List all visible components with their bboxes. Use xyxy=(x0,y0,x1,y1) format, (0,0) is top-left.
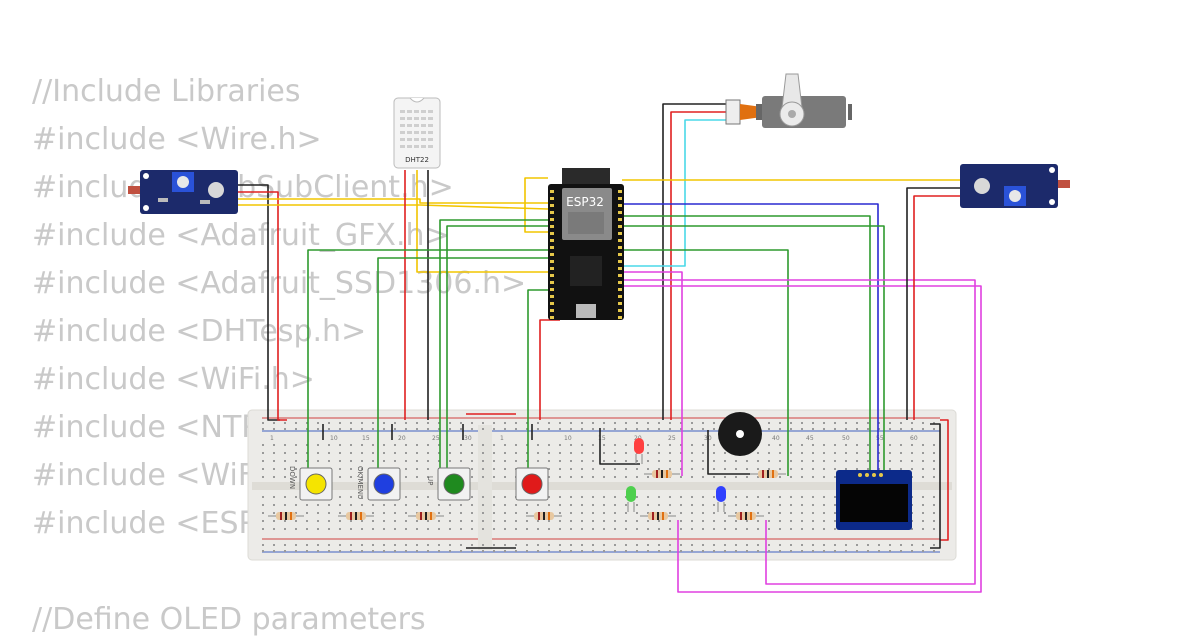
button-down[interactable]: DOWN xyxy=(288,466,333,501)
breadboard-column-number: 50 xyxy=(842,435,850,442)
led-green[interactable] xyxy=(626,486,636,512)
wire-black-servo xyxy=(662,103,728,420)
button-ok-menu[interactable]: OK/MENU xyxy=(356,466,401,501)
breadboard-column-number: 25 xyxy=(668,435,676,442)
wire-yellow-ldr-left xyxy=(238,198,548,204)
buzzer[interactable] xyxy=(718,412,762,456)
breadboard-column-number: 55 xyxy=(876,435,884,442)
button-ok-menu-label: OK/MENU xyxy=(356,466,364,499)
wire-red-esp xyxy=(539,319,560,420)
code-line: #include <Adafruit_SSD1306.h> xyxy=(32,266,527,301)
button-up[interactable]: UP xyxy=(426,467,471,501)
breadboard-column-number: 15 xyxy=(362,435,370,442)
wire-green-down xyxy=(307,249,548,476)
resistor-group xyxy=(268,470,786,520)
button-down-label: DOWN xyxy=(288,466,296,489)
esp32-label: ESP32 xyxy=(566,195,604,209)
led-blue[interactable] xyxy=(716,486,726,512)
wire-yellow-esp xyxy=(524,177,548,233)
code-line: #include <Adafruit_GFX.h> xyxy=(32,218,450,253)
ldr-sensor-left[interactable] xyxy=(128,170,238,214)
breadboard-column-number: 10 xyxy=(564,435,572,442)
wire-red-rail xyxy=(940,419,949,541)
breadboard-column-number: 10 xyxy=(330,435,338,442)
wire-blue-oled xyxy=(622,203,879,476)
wire-green-ok xyxy=(377,257,548,476)
wire-green-oled xyxy=(622,215,871,476)
breadboard-column-number: 20 xyxy=(398,435,406,442)
breadboard-column-number: 1 xyxy=(500,435,504,442)
wire-green-oled-2 xyxy=(622,225,885,476)
code-line: #include <DHTesp.h> xyxy=(32,314,367,349)
breadboard-column-number: 30 xyxy=(464,435,472,442)
oled-display[interactable] xyxy=(836,470,912,530)
circuit-diagram: 1101520253011015202530354045505560 xyxy=(128,73,1070,593)
wire-black-ldr-left xyxy=(238,184,280,421)
wire-group xyxy=(238,103,982,593)
code-line: //Include Libraries xyxy=(32,74,301,109)
servo-motor[interactable] xyxy=(725,73,852,128)
breadboard-column-number: 15 xyxy=(598,435,606,442)
led-red[interactable] xyxy=(634,438,644,464)
breadboard-column-number: 40 xyxy=(772,435,780,442)
esp32-board[interactable]: ESP32 xyxy=(548,168,624,320)
wire-cyan-servo xyxy=(622,119,728,267)
wire-green-buzzer xyxy=(622,249,789,476)
breadboard-column-number: 45 xyxy=(806,435,814,442)
wire-red-ldr-right xyxy=(913,195,965,420)
button-reset[interactable] xyxy=(515,467,549,501)
wire-green-up xyxy=(446,225,548,476)
wire-magenta-led1 xyxy=(622,271,683,476)
breadboard-column-number: 1 xyxy=(270,435,274,442)
wire-red-servo xyxy=(670,111,728,420)
wire-black-ldr-right xyxy=(906,187,965,420)
wire-yellow-dht xyxy=(416,170,548,273)
wire-yellow-ldr-left-2 xyxy=(238,204,549,210)
wire-magenta-led2 xyxy=(622,279,976,585)
wire-red-ldr-left xyxy=(238,191,287,421)
code-line: #include <WiFi.h> xyxy=(32,362,315,397)
ldr-sensor-right[interactable] xyxy=(960,164,1070,208)
breadboard-column-number: 60 xyxy=(910,435,918,442)
wire-green-up-2 xyxy=(439,219,548,476)
wire-magenta-led3 xyxy=(622,285,982,593)
wire-black-rail xyxy=(930,423,941,549)
dht22-sensor[interactable]: DHT22 xyxy=(393,97,441,169)
dht22-label: DHT22 xyxy=(405,156,429,164)
button-up-label: UP xyxy=(426,476,434,485)
breadboard-column-number: 25 xyxy=(432,435,440,442)
code-line: #include <Wire.h> xyxy=(32,122,322,157)
wire-green-reset xyxy=(527,289,548,476)
